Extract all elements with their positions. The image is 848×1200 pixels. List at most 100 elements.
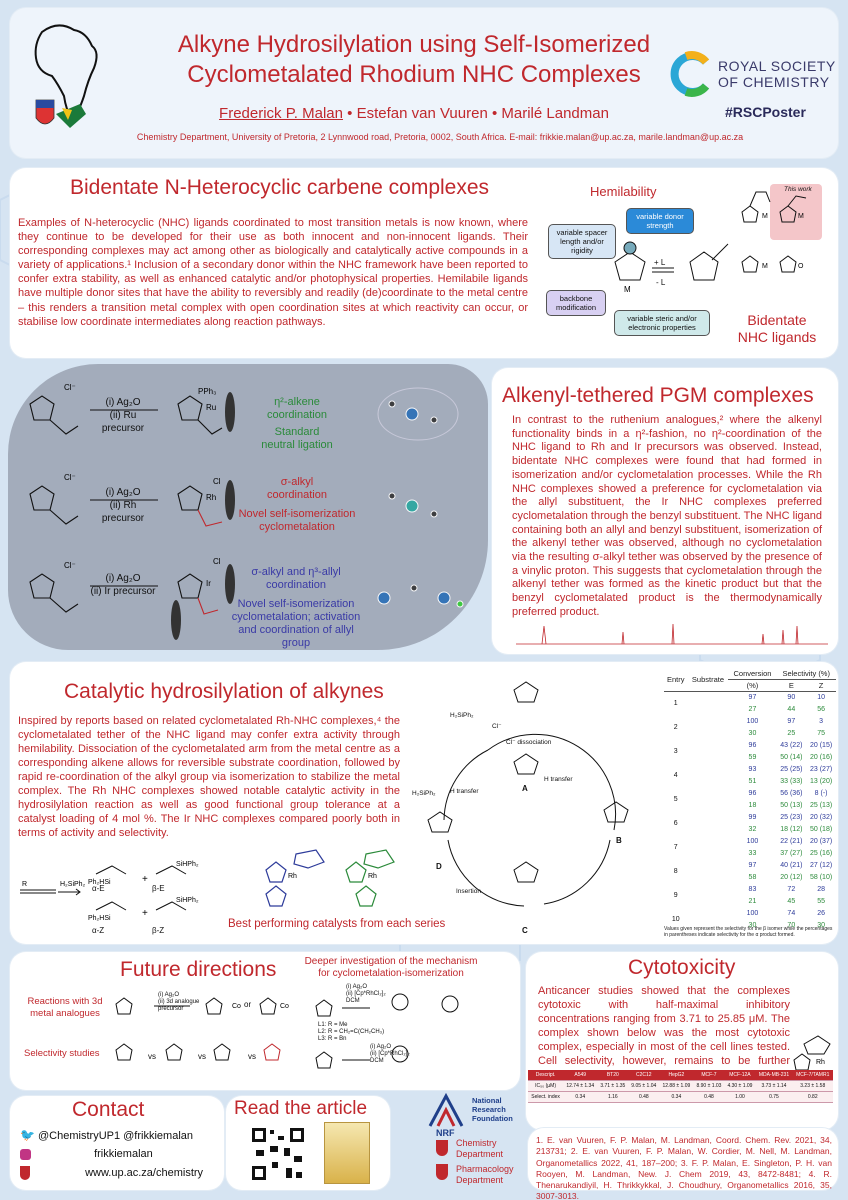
svg-text:SiHPh₂: SiHPh₂ <box>176 897 199 904</box>
entry-cell: 5 <box>673 796 678 803</box>
twitter-icon: 🐦 <box>20 1128 35 1142</box>
reagent-ag2o: (i) Ag₂O <box>105 487 141 498</box>
mech-reagent-2: (ii) [Cp*RhCl₂]₂ <box>370 1051 410 1057</box>
author-separator: • <box>487 105 502 122</box>
e-selectivity-cell: 97 <box>787 718 796 725</box>
author-2: Estefan van Vuuren <box>356 105 488 122</box>
ir-desc-1: σ-alkyl and η³-allyl <box>251 566 341 578</box>
row1-line1: Reactions with 3d <box>27 996 103 1007</box>
cyto-cell: 0.48 <box>693 1091 725 1103</box>
nrf-logo-icon <box>428 1092 464 1127</box>
section-text: Anticancer studies showed that the compl… <box>538 985 790 1081</box>
conversion-cell: 96 <box>748 742 757 749</box>
substrate-cell <box>687 764 728 788</box>
cycle-label: H transfer <box>544 776 573 783</box>
journal-cover-image[interactable] <box>324 1122 370 1184</box>
pharm-dept-1: Pharmacology <box>456 1164 514 1174</box>
z-selectivity-cell: 20 (16) <box>810 754 833 761</box>
qr-code-icon[interactable] <box>250 1126 306 1182</box>
cyto-header: Descript. <box>528 1070 564 1081</box>
svg-text:R: R <box>22 881 27 888</box>
col-selectivity: Selectivity (%) <box>776 668 836 680</box>
instagram-handle[interactable]: frikkiemalan <box>94 1148 153 1160</box>
hydrosilylation-products-scheme: R H₂SiPh₂ Ph₂HSi SiHPh₂ Ph₂HSi SiHPh₂ + … <box>20 861 199 922</box>
best-catalysts-caption: Best performing catalysts from each seri… <box>228 918 446 930</box>
section-future <box>10 952 520 1090</box>
col-conversion: Conversion <box>728 668 777 680</box>
e-selectivity-cell: 22 (21) <box>780 838 803 845</box>
ir-reagents: (i) Ag₂O(ii) Ir precursor <box>88 572 158 598</box>
e-selectivity-cell: 50 (13) <box>780 802 803 809</box>
hemilability-scheme: M <box>614 241 729 294</box>
cyto-cell: 0.48 <box>628 1091 660 1103</box>
cyto-cell: 12.88 ± 1.09 <box>659 1080 694 1092</box>
future-subtitle-2: for cyclometalation-isomerization <box>318 968 464 979</box>
dcm-label: DCM <box>346 998 360 1004</box>
this-work-label: This work <box>784 186 812 193</box>
entry-cell: 10 <box>671 916 680 923</box>
best-catalysts: Rh Rh <box>265 849 395 907</box>
e-selectivity-cell: 33 (33) <box>780 778 803 785</box>
instagram-icon <box>20 1148 31 1160</box>
mech-reagent-2: (ii) [Cp*RhCl₂]₂ <box>346 991 386 997</box>
conversion-cell: 33 <box>748 850 757 857</box>
instagram-row[interactable]: frikkiemalan <box>20 1148 153 1160</box>
minus-l-label: - L <box>656 278 666 287</box>
conversion-cell: 99 <box>748 814 757 821</box>
svg-text:Cl: Cl <box>213 477 221 486</box>
cyto-cell: 3.73 ± 1.14 <box>755 1080 793 1092</box>
entry-cell: 6 <box>673 820 678 827</box>
e-selectivity-cell: 25 (23) <box>780 814 803 821</box>
z-selectivity-cell: 50 (18) <box>810 826 833 833</box>
conversion-cell: 51 <box>748 778 757 785</box>
e-selectivity-cell: 40 (21) <box>780 862 803 869</box>
vs-label: vs <box>198 1052 206 1061</box>
university-crest-icon <box>20 1166 30 1180</box>
ir-desc-5: and coordination of allyl <box>238 624 354 636</box>
conversion-cell: 100 <box>746 910 759 917</box>
conversion-cell: 96 <box>748 790 757 797</box>
twitter-row[interactable]: 🐦 @ChemistryUP1 @frikkiemalan <box>20 1128 193 1142</box>
mech-reagent-1: (i) Ag₂O <box>346 984 367 990</box>
svg-text:Rh: Rh <box>368 873 377 880</box>
chem-dept-1: Chemistry <box>456 1138 497 1148</box>
future-subtitle-1: Deeper investigation of the mechanism <box>304 956 478 967</box>
product-label: α-E <box>92 884 105 893</box>
conversion-cell: 59 <box>748 754 757 761</box>
cyto-header: BT20 <box>597 1070 629 1081</box>
future-row2-label: Selectivity studies <box>24 1048 100 1059</box>
cyto-cell: Select. index <box>528 1091 564 1103</box>
z-selectivity-cell: 3 <box>819 718 824 725</box>
cyto-header: C2C12 <box>628 1070 660 1081</box>
section-title: Bidentate N-Heterocyclic carbene complex… <box>70 176 490 199</box>
cyto-cell: 12.74 ± 1.34 <box>563 1080 598 1092</box>
cyto-header: MCF-7/TAMR1 <box>792 1070 833 1081</box>
conversion-cell: 97 <box>748 694 757 702</box>
future-reagent-2: (ii) 3d analogue <box>158 999 200 1005</box>
cyto-header: HepG2 <box>659 1070 694 1081</box>
web-row[interactable]: www.up.ac.za/chemistry <box>20 1166 203 1180</box>
conversion-cell: 58 <box>748 874 757 881</box>
z-selectivity-cell: 28 <box>817 886 825 893</box>
future-reagent-3: precursor <box>158 1006 184 1012</box>
col-substrate: Substrate <box>687 668 729 692</box>
twitter-handles[interactable]: @ChemistryUP1 @frikkiemalan <box>38 1130 193 1142</box>
svg-text:Ph₂HSi: Ph₂HSi <box>88 915 111 922</box>
e-selectivity-cell: 50 (14) <box>780 754 803 761</box>
website-link[interactable]: www.up.ac.za/chemistry <box>85 1166 204 1179</box>
svg-text:M: M <box>798 213 804 220</box>
conversion-cell: 100 <box>746 718 759 725</box>
section-contact <box>10 1096 224 1190</box>
z-selectivity-cell: 20 (32) <box>810 814 833 821</box>
z-selectivity-cell: 13 (20) <box>810 778 833 785</box>
